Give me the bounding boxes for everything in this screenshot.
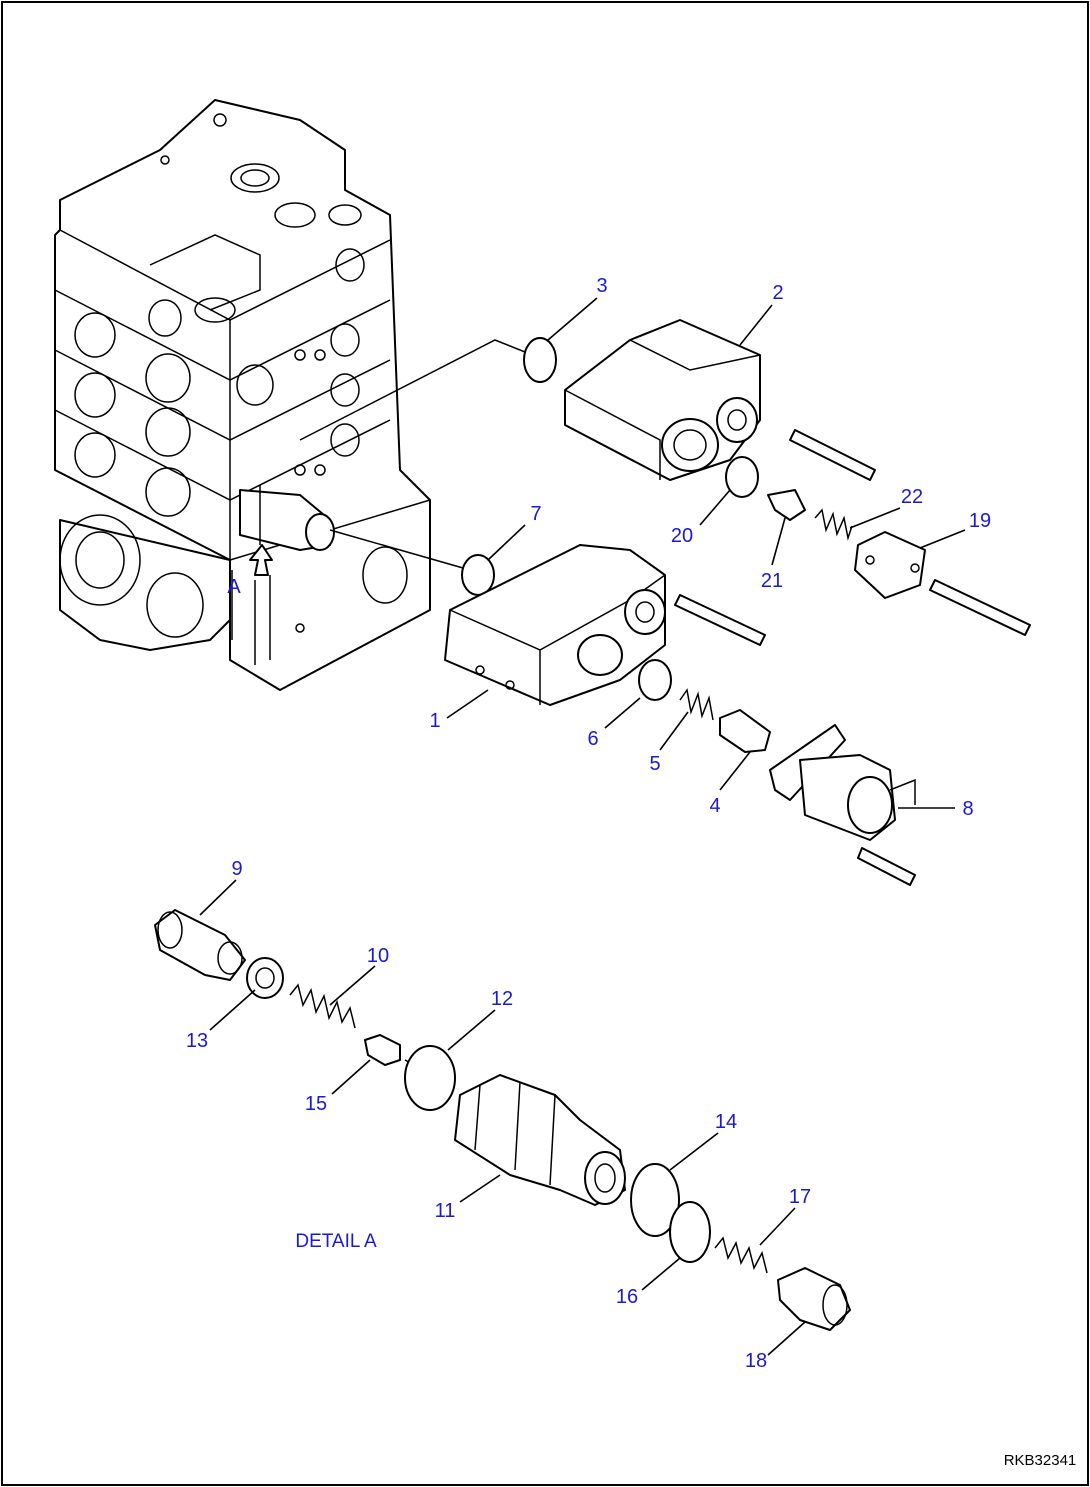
callout-19: 19 <box>969 510 991 532</box>
callout-21: 21 <box>761 570 783 592</box>
poppet-15 <box>364 1034 401 1066</box>
spring-17 <box>714 1236 768 1274</box>
cover-part-2 <box>564 319 761 481</box>
leader-lines <box>199 297 966 1356</box>
callout-5: 5 <box>649 753 660 775</box>
adjust-screw-18 <box>777 1267 851 1331</box>
bolt-upper <box>789 429 876 481</box>
poppet-21 <box>767 489 806 521</box>
spring-22 <box>814 508 853 541</box>
bolt-1 <box>674 594 766 646</box>
callout-8: 8 <box>962 798 973 820</box>
callout-11: 11 <box>435 1200 456 1222</box>
callout-20: 20 <box>671 525 693 547</box>
plate-19 <box>854 531 926 599</box>
valve-block-1 <box>444 544 666 706</box>
callout-18: 18 <box>745 1350 767 1372</box>
callout-3: 3 <box>596 275 607 297</box>
main-control-valve-body <box>54 99 431 691</box>
o-ring-7 <box>461 554 495 596</box>
callout-17: 17 <box>789 1186 811 1208</box>
solenoid-8 <box>769 724 916 841</box>
callout-16: 16 <box>616 1286 638 1308</box>
callout-2: 2 <box>772 282 783 304</box>
relief-valve-body-11 <box>454 1074 626 1206</box>
callout-7: 7 <box>530 503 541 525</box>
drawing-reference: RKB32341 <box>1004 1452 1077 1469</box>
callout-1: 1 <box>429 710 440 732</box>
washer-13 <box>246 957 284 999</box>
plug-9 <box>154 909 246 981</box>
o-ring-16 <box>669 1201 711 1263</box>
callout-9: 9 <box>231 858 242 880</box>
spool-4 <box>719 709 771 753</box>
bolt-19 <box>929 579 1031 636</box>
o-ring-6 <box>638 659 672 701</box>
screw-8 <box>857 847 916 886</box>
callout-15: 15 <box>305 1093 327 1115</box>
o-ring-14 <box>630 1163 680 1237</box>
view-label-a: A <box>227 576 241 598</box>
callout-12: 12 <box>491 988 513 1010</box>
spring-5 <box>679 688 714 721</box>
callout-13: 13 <box>186 1030 208 1052</box>
spring-10 <box>289 983 356 1029</box>
callout-4: 4 <box>709 795 720 817</box>
callout-14: 14 <box>715 1111 737 1133</box>
detail-a-label: DETAIL A <box>295 1231 377 1252</box>
o-ring-20 <box>725 456 759 498</box>
o-ring-3 <box>523 337 557 383</box>
callout-22: 22 <box>901 486 923 508</box>
callout-10: 10 <box>367 945 389 967</box>
o-ring-12 <box>404 1045 456 1111</box>
callout-6: 6 <box>587 728 598 750</box>
